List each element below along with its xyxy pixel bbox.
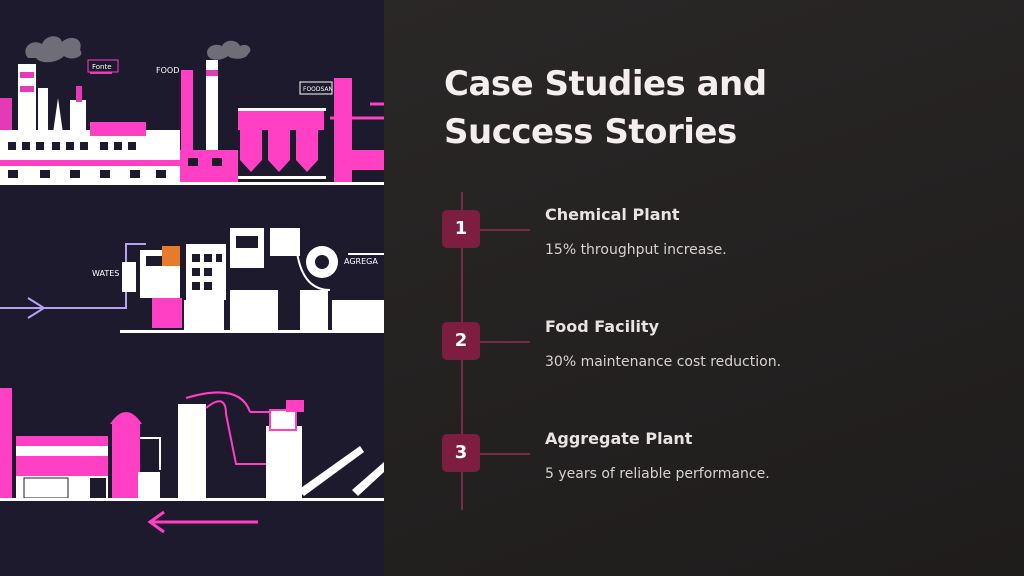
sign-wates: WATES [92, 269, 119, 278]
step-number-badge: 1 [442, 210, 480, 248]
food-facility-scene: WATES [0, 228, 384, 333]
step-connector [480, 453, 530, 455]
factory-illustration-graphic: Fonte FOOD FOODSAN [0, 36, 384, 534]
factory-illustration: Fonte FOOD FOODSAN [0, 0, 384, 576]
aggregate-plant-scene [0, 388, 384, 534]
timeline-step-1: 1 Chemical Plant 15% throughput increase… [442, 194, 1002, 274]
sign-food: FOOD [156, 66, 179, 75]
step-description: 5 years of reliable performance. [545, 466, 770, 482]
step-title: Chemical Plant [545, 205, 680, 224]
step-description: 15% throughput increase. [545, 242, 727, 258]
case-studies-panel: Case Studies and Success Stories 1 Chemi… [384, 0, 1024, 576]
step-connector [480, 341, 530, 343]
step-number-badge: 2 [442, 322, 480, 360]
chemical-plant-scene: Fonte FOOD FOODSAN [0, 36, 384, 185]
sign-fonte: Fonte [92, 63, 112, 71]
step-description: 30% maintenance cost reduction. [545, 354, 782, 370]
step-number-badge: 3 [442, 434, 480, 472]
page-title: Case Studies and Success Stories [444, 64, 767, 152]
sign-foodsan: FOODSAN [303, 86, 333, 93]
sign-agrega: AGREGA [344, 257, 378, 266]
step-connector [480, 229, 530, 231]
timeline-step-3: 3 Aggregate Plant 5 years of reliable pe… [442, 418, 1002, 498]
step-title: Aggregate Plant [545, 429, 693, 448]
step-title: Food Facility [545, 317, 660, 336]
timeline-step-2: 2 Food Facility 30% maintenance cost red… [442, 306, 1002, 386]
